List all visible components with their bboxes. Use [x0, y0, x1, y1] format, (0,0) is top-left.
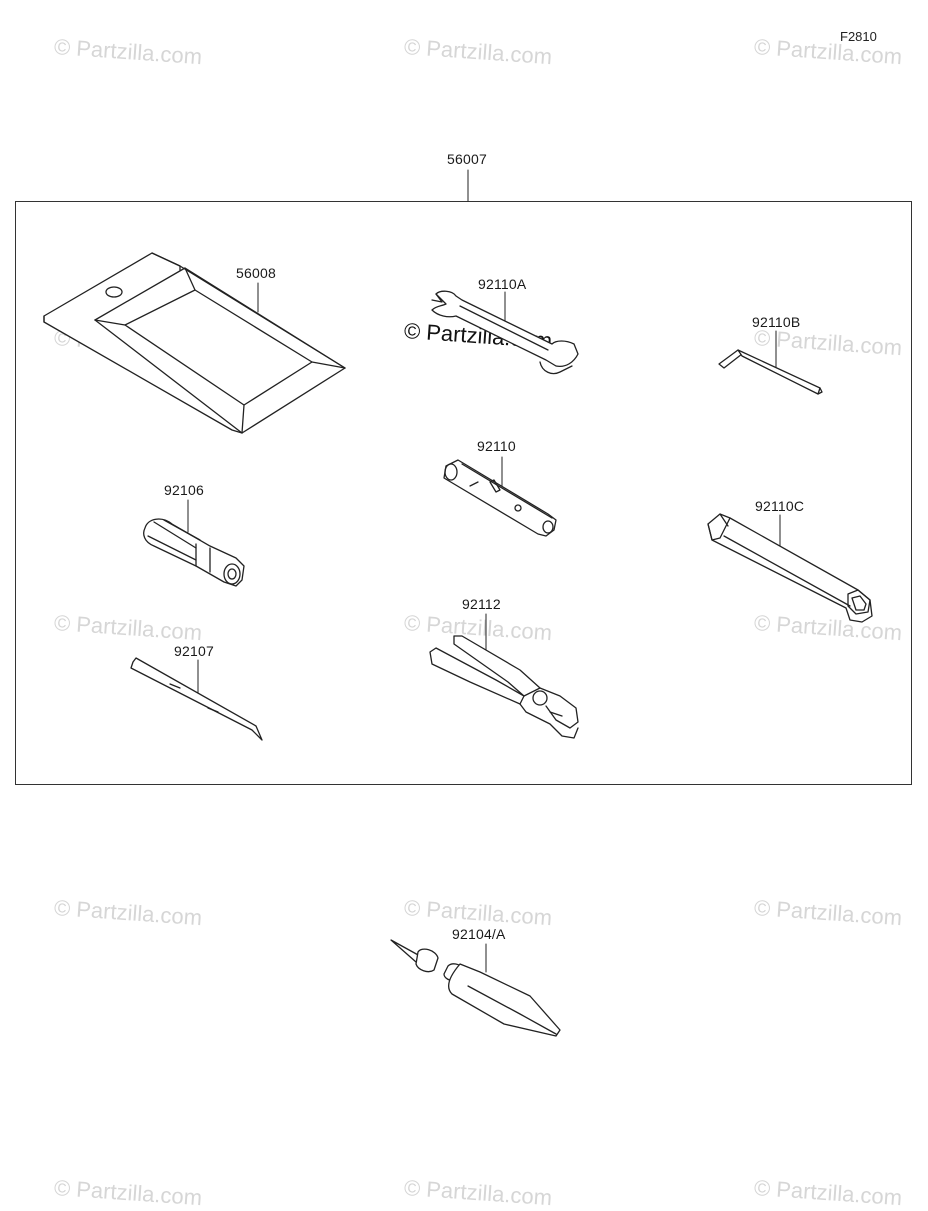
wrench-a-drawing	[431, 290, 579, 375]
part-label-92110c[interactable]: 92110C	[755, 498, 805, 514]
leader-lines	[187, 169, 781, 973]
pliers-drawing	[429, 635, 579, 739]
part-label-92110[interactable]: 92110	[477, 438, 516, 454]
tool-bag-drawing	[43, 252, 346, 434]
plug-wrench-drawing	[443, 459, 557, 537]
part-label-56008[interactable]: 56008	[236, 265, 276, 281]
part-label-92110a[interactable]: 92110A	[478, 276, 527, 292]
screwdriver-drawing	[130, 657, 263, 741]
sealant-drawing	[390, 939, 561, 1037]
tool-kit-frame	[15, 201, 912, 785]
part-label-92107[interactable]: 92107	[174, 643, 214, 659]
part-label-92104a[interactable]: 92104/A	[452, 926, 506, 942]
part-label-92110b[interactable]: 92110B	[752, 314, 801, 330]
tube-wrench-drawing	[707, 513, 873, 623]
part-label-92106[interactable]: 92106	[164, 482, 204, 498]
handle-drawing	[143, 518, 245, 587]
part-label-56007[interactable]: 56007	[447, 151, 487, 167]
hex-key-drawing	[718, 349, 823, 395]
part-label-92112[interactable]: 92112	[462, 596, 501, 612]
figure-id: F2810	[840, 29, 877, 44]
